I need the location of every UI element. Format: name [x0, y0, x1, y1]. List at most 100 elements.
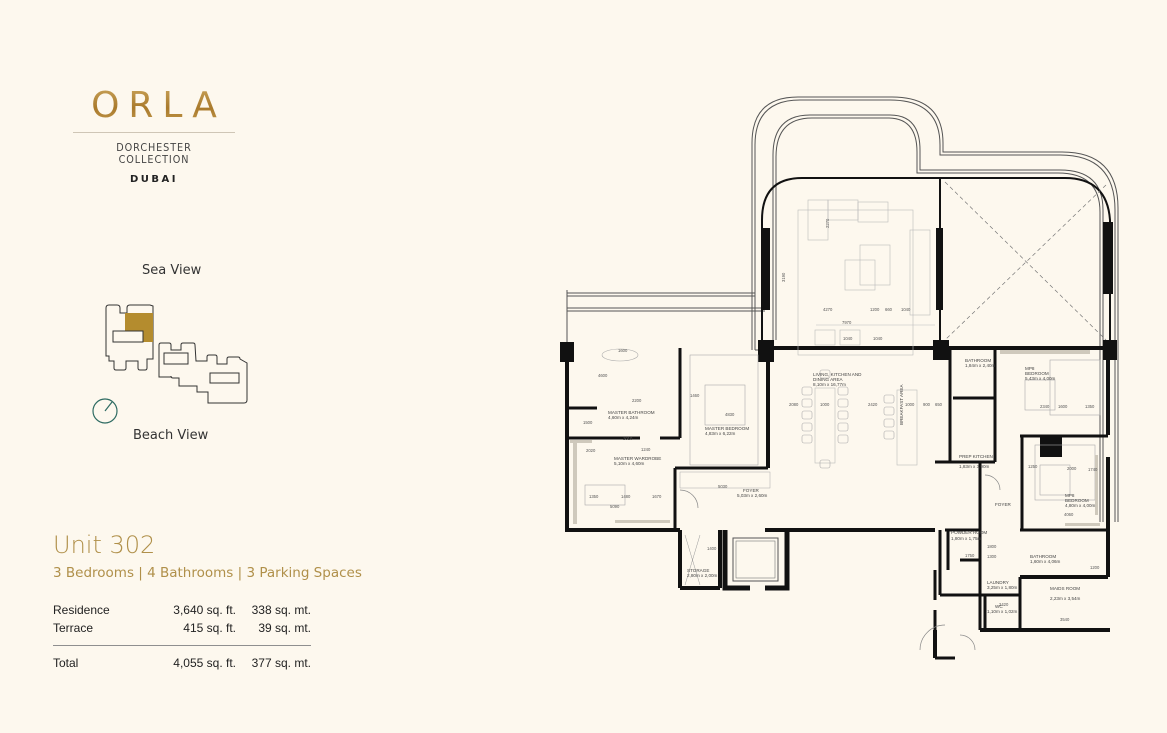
svg-text:1800: 1800: [987, 544, 997, 549]
svg-text:1350: 1350: [1085, 404, 1095, 409]
area-name: Residence: [53, 603, 110, 617]
svg-text:1600: 1600: [618, 348, 628, 353]
svg-text:1250: 1250: [1028, 464, 1038, 469]
svg-text:2,80m x 2,00m: 2,80m x 2,00m: [687, 573, 718, 578]
svg-text:MP8: MP8: [1025, 366, 1035, 371]
svg-text:4830: 4830: [725, 412, 735, 417]
svg-text:2000: 2000: [1067, 466, 1077, 471]
svg-text:MASTER BEDROOM: MASTER BEDROOM: [705, 426, 749, 431]
area-row-terrace: Terrace 415 sq. ft. 39 sq. mt.: [53, 619, 311, 637]
svg-text:5030: 5030: [718, 484, 728, 489]
svg-text:MASTER WARDROBE: MASTER WARDROBE: [614, 456, 661, 461]
svg-text:1480: 1480: [621, 494, 631, 499]
compass-icon: [92, 398, 118, 424]
svg-text:FOYER: FOYER: [743, 488, 760, 493]
svg-text:STORAGE: STORAGE: [687, 568, 709, 573]
svg-text:3540: 3540: [1060, 617, 1070, 622]
svg-text:1300: 1300: [987, 554, 997, 559]
svg-text:4600: 4600: [598, 373, 608, 378]
svg-text:LAUNDRY: LAUNDRY: [987, 580, 1009, 585]
svg-text:MP8: MP8: [1065, 493, 1075, 498]
area-sqft: 4,055 sq. ft.: [173, 656, 236, 670]
svg-text:DINING AREA: DINING AREA: [813, 377, 844, 382]
svg-text:1200: 1200: [870, 307, 880, 312]
room-label-living: LIVING, KITCHEN AND: [813, 372, 862, 377]
svg-text:1010: 1010: [623, 436, 633, 441]
area-table: Residence 3,640 sq. ft. 338 sq. mt. Terr…: [53, 601, 311, 672]
svg-text:4060: 4060: [1064, 512, 1074, 517]
area-row-total: Total 4,055 sq. ft. 377 sq. mt.: [53, 654, 311, 672]
svg-text:900: 900: [923, 402, 931, 407]
svg-text:1,80m x 1,75m: 1,80m x 1,75m: [951, 536, 982, 541]
brand-city: DUBAI: [129, 174, 178, 185]
svg-text:1670: 1670: [652, 494, 662, 499]
svg-text:BEDROOM: BEDROOM: [1025, 371, 1049, 376]
svg-text:4270: 4270: [823, 307, 833, 312]
svg-text:1040: 1040: [901, 307, 911, 312]
svg-text:1040: 1040: [873, 336, 883, 341]
unit-info: Unit 302 3 Bedrooms | 4 Bathrooms | 3 Pa…: [53, 531, 362, 581]
sea-view-label: Sea View: [142, 263, 202, 278]
svg-text:1400: 1400: [707, 546, 717, 551]
svg-text:2020: 2020: [586, 448, 596, 453]
area-sqm: 338 sq. mt.: [251, 603, 311, 617]
brand-collection: DORCHESTER COLLECTION: [116, 142, 192, 166]
unit-title: Unit 302: [53, 531, 156, 559]
area-sqft: 415 sq. ft.: [183, 621, 236, 635]
svg-text:1000: 1000: [905, 402, 915, 407]
svg-text:2270: 2270: [825, 218, 830, 228]
svg-text:1200: 1200: [1090, 565, 1100, 570]
svg-text:1500: 1500: [583, 420, 593, 425]
brand-logo: ORLA DORCHESTER COLLECTION DUBAI: [73, 86, 235, 185]
svg-text:1740: 1740: [1088, 467, 1098, 472]
logo-divider: [73, 132, 235, 133]
svg-text:5090: 5090: [610, 504, 620, 509]
svg-text:1,10m x 1,02m: 1,10m x 1,02m: [987, 609, 1018, 614]
unit-summary: 3 Bedrooms | 4 Bathrooms | 3 Parking Spa…: [53, 565, 362, 581]
svg-text:4,80m x 4,00m: 4,80m x 4,00m: [1065, 503, 1096, 508]
svg-text:BEDROOM: BEDROOM: [1065, 498, 1089, 503]
svg-text:2340: 2340: [1040, 404, 1050, 409]
svg-text:POWDER ROOM: POWDER ROOM: [951, 530, 987, 535]
key-plan: Sea View Beach View: [80, 260, 280, 450]
area-sqm: 39 sq. mt.: [258, 621, 311, 635]
area-row-residence: Residence 3,640 sq. ft. 338 sq. mt.: [53, 601, 311, 619]
svg-text:MASTER BATHROOM: MASTER BATHROOM: [608, 410, 655, 415]
svg-text:4,60m x 4,24m: 4,60m x 4,24m: [608, 415, 639, 420]
svg-text:650: 650: [935, 402, 943, 407]
svg-text:1040: 1040: [843, 336, 853, 341]
svg-text:1350: 1350: [589, 494, 599, 499]
area-sqft: 3,640 sq. ft.: [173, 603, 236, 617]
svg-text:MAIDS ROOM: MAIDS ROOM: [1050, 586, 1080, 591]
svg-text:PREP KITCHEN: PREP KITCHEN: [959, 454, 993, 459]
svg-text:1600: 1600: [1058, 404, 1068, 409]
building-keyplan-icon: [92, 304, 248, 424]
area-divider: [53, 645, 311, 646]
area-name: Terrace: [53, 621, 94, 635]
svg-text:1750: 1750: [965, 553, 975, 558]
area-sqm: 377 sq. mt.: [251, 656, 311, 670]
svg-text:2420: 2420: [868, 402, 878, 407]
svg-text:2080: 2080: [789, 402, 799, 407]
floor-plan: LIVING, KITCHEN AND DINING AREA 8,10m x …: [560, 96, 1119, 660]
svg-text:1,83m x 3,90m: 1,83m x 3,90m: [959, 464, 990, 469]
beach-view-label: Beach View: [133, 428, 209, 443]
svg-text:1,60m x 4,06m: 1,60m x 4,06m: [1030, 559, 1061, 564]
svg-text:2420: 2420: [999, 602, 1009, 607]
svg-text:BATHROOM: BATHROOM: [965, 358, 991, 363]
svg-text:1000: 1000: [820, 402, 830, 407]
svg-text:WC: WC: [995, 604, 1003, 609]
brand-name: ORLA: [73, 86, 235, 126]
svg-text:5,03m x 2,60m: 5,03m x 2,60m: [737, 493, 768, 498]
svg-text:3,25m x 1,80m: 3,25m x 1,80m: [987, 585, 1018, 590]
svg-text:BREAKFAST AREA: BREAKFAST AREA: [899, 384, 904, 425]
svg-text:5,43m x 4,00m: 5,43m x 4,00m: [1025, 376, 1056, 381]
svg-text:FOYER: FOYER: [995, 502, 1012, 507]
svg-text:2,23m x 3,54m: 2,23m x 3,54m: [1050, 596, 1081, 601]
svg-text:1,84m x 2,40m: 1,84m x 2,40m: [965, 363, 996, 368]
svg-text:660: 660: [885, 307, 893, 312]
svg-text:7970: 7970: [842, 320, 852, 325]
svg-text:BATHROOM: BATHROOM: [1030, 554, 1056, 559]
svg-text:4,83m x 6,22m: 4,83m x 6,22m: [705, 431, 736, 436]
svg-text:2200: 2200: [632, 398, 642, 403]
